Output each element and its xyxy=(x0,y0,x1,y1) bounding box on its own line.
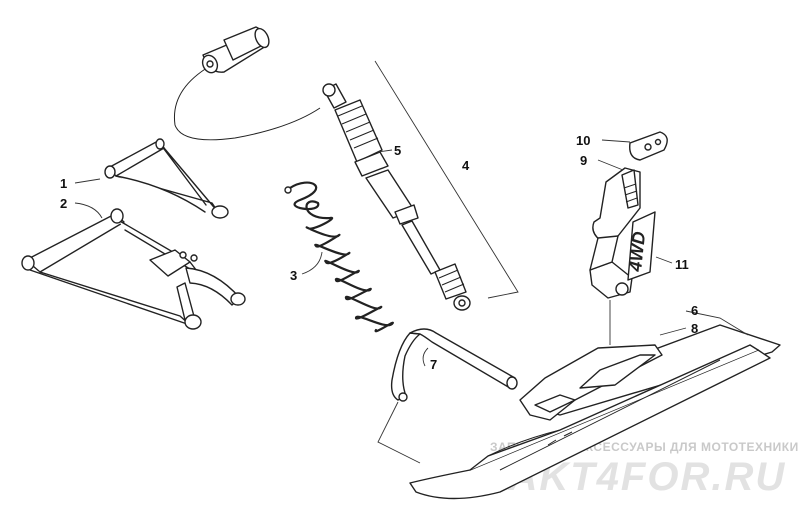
leader-10 xyxy=(601,139,631,143)
coil-spring xyxy=(284,181,394,333)
callout-5: 5 xyxy=(394,143,401,158)
leader-9 xyxy=(597,159,624,171)
ski xyxy=(409,344,771,500)
decal-label: 4WD xyxy=(625,231,649,274)
leader-3 xyxy=(301,251,323,275)
spindle-bracket xyxy=(589,131,668,299)
callout-10: 10 xyxy=(576,133,590,148)
leader-5 xyxy=(377,149,393,153)
upper-a-arm xyxy=(104,138,229,219)
callout-2: 2 xyxy=(60,196,67,211)
bracket-4 xyxy=(374,60,519,299)
leader-1 xyxy=(74,178,101,184)
callout-9: 9 xyxy=(580,153,587,168)
decal: 4WD xyxy=(625,211,656,281)
callout-1: 1 xyxy=(60,176,67,191)
callout-6: 6 xyxy=(691,303,698,318)
ski-loop-handle xyxy=(390,328,518,402)
leader-11 xyxy=(655,256,673,264)
leader-6 xyxy=(685,310,749,336)
shock-absorber xyxy=(322,83,471,311)
callout-11: 11 xyxy=(675,257,689,272)
leader-8 xyxy=(659,327,687,336)
lower-a-arm xyxy=(21,208,246,330)
leader-8-ski xyxy=(377,401,421,464)
leader-2 xyxy=(74,202,103,219)
callout-8: 8 xyxy=(691,321,698,336)
callout-7: 7 xyxy=(430,357,437,372)
shock-reservoir xyxy=(173,26,321,141)
callout-3: 3 xyxy=(290,268,297,283)
leader-7 xyxy=(422,347,429,367)
callout-4: 4 xyxy=(462,158,470,173)
